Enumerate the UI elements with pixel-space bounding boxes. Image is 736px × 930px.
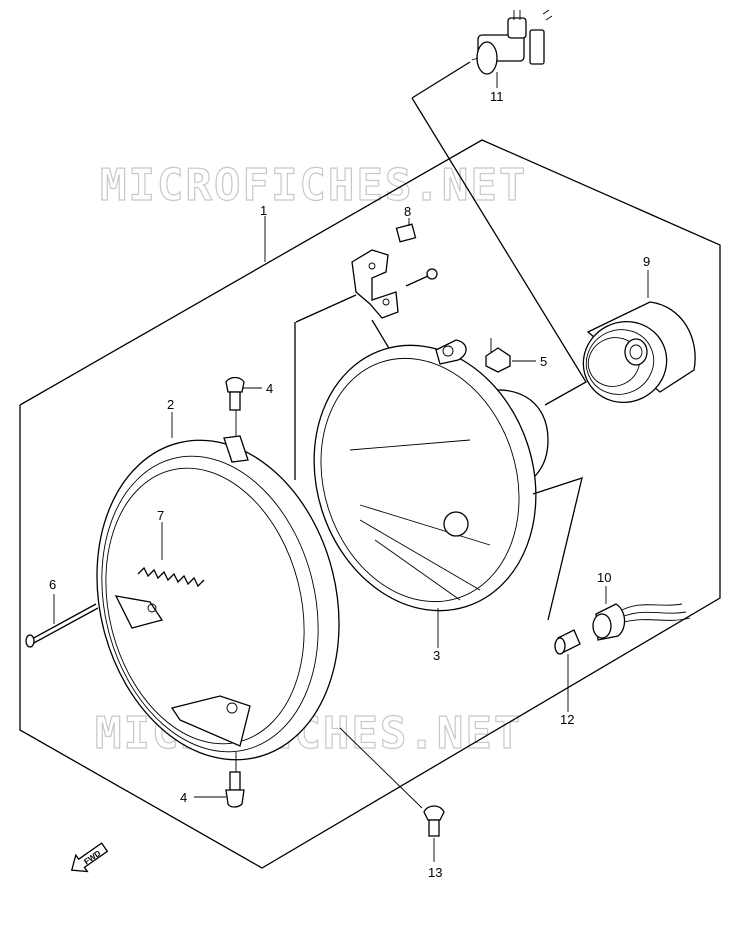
leader-11-bottom: [411, 97, 587, 406]
callout-13: 13: [428, 865, 442, 880]
callout-1: 1: [260, 203, 267, 218]
callout-5: 5: [540, 354, 547, 369]
screw-13: [423, 805, 445, 837]
bulb-h4: [471, 9, 553, 75]
screw-bottom: [225, 771, 245, 808]
assembly-frame: [19, 139, 721, 869]
callout-11: 11: [490, 89, 504, 104]
square-nut: [485, 338, 511, 373]
position-lamp-socket: [592, 603, 691, 641]
callout-2: 2: [167, 397, 174, 412]
callout-7: 7: [157, 508, 164, 523]
headlamp-unit: [313, 339, 549, 612]
callout-12: 12: [560, 712, 574, 727]
headlamp-rim: [96, 435, 340, 761]
bracket-screw: [405, 268, 438, 287]
callout-3: 3: [433, 648, 440, 663]
callout-4-bottom: 4: [180, 790, 187, 805]
screw-top: [225, 376, 245, 411]
callout-4-top: 4: [266, 381, 273, 396]
mounting-bracket: [351, 218, 417, 319]
headlamp-socket-cover: [582, 301, 696, 404]
watermark-top: MICROFICHES.NET: [100, 160, 527, 211]
position-lamp-bulb: [554, 629, 581, 655]
callout-10: 10: [597, 570, 611, 585]
forward-arrow-icon: FWD: [70, 842, 109, 873]
adjusting-spring: [137, 566, 205, 588]
leader-3-right: [532, 477, 583, 621]
callout-9: 9: [643, 254, 650, 269]
callout-6: 6: [49, 577, 56, 592]
leader-11-top: [411, 61, 471, 99]
callout-8: 8: [404, 204, 411, 219]
adjusting-screw: [25, 603, 99, 648]
